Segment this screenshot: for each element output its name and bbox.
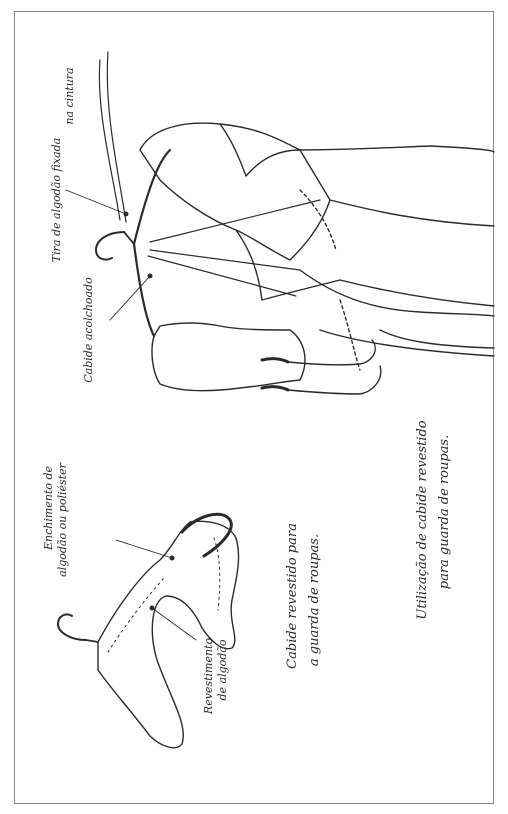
strip-label-line2: na cintura — [63, 67, 76, 124]
left-caption-line1: Cabide revestido para — [285, 523, 300, 669]
right-caption-line2: para guarda de roupas. — [437, 435, 452, 589]
garment-drawing — [66, 52, 494, 394]
right-caption-line1: Utilização de cabide revestido — [415, 420, 430, 619]
hanger-hook-icon — [96, 232, 124, 260]
hanger-hook-icon — [58, 614, 86, 640]
cover-label-line1: Revestimento — [202, 638, 215, 716]
hanger-padding — [98, 521, 239, 747]
padded-hanger-label: Cabide acolchoado — [82, 277, 95, 383]
padding-label-line2: algodão ou poliéster — [56, 462, 69, 576]
strip-label-line1: Tira de algodão fixada — [50, 138, 63, 262]
padding-label-line1: Enchimento de — [42, 466, 55, 551]
cover-label-line2: de algodão — [216, 639, 229, 700]
left-caption-line2: a guarda de roupas. — [307, 534, 322, 666]
